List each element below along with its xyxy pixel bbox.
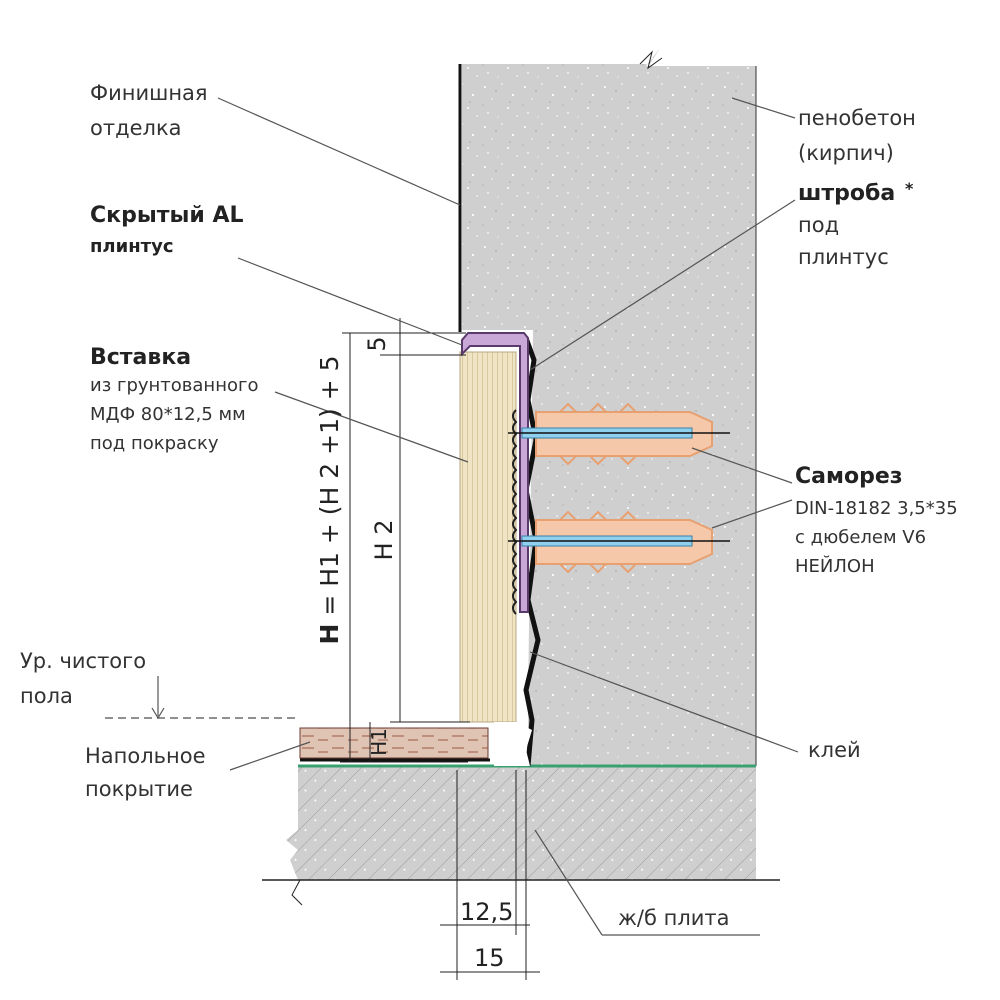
plinth-label: Скрытый AL плинтус [90,203,243,257]
dim-12-5: 12,5 [460,898,513,926]
svg-text:пенобетон: пенобетон [798,106,916,130]
slab-block [262,764,780,906]
finish-label: Финишная отделка [90,81,208,140]
dim-h2: H 2 [370,520,398,561]
al-profile [461,332,529,615]
svg-text:Финишная: Финишная [90,81,208,105]
svg-text:плинтус: плинтус [798,245,889,269]
screw-label: Саморез DIN-18182 3,5*35 с дюбелем V6 НЕ… [795,464,958,577]
floor-covering [299,727,489,759]
wall-label: пенобетон (кирпич) [798,106,916,165]
svg-text:НЕЙЛОН: НЕЙЛОН [795,555,875,577]
dim-5: 5 [363,336,391,351]
svg-text:Вставка: Вставка [90,345,191,370]
svg-text:штроба: штроба [798,181,895,206]
screw-dowel-lower [508,510,730,574]
insert-label: Вставка из грунтованного МДФ 80*12,5 мм … [90,345,258,454]
groove-label: штроба * под плинтус [798,179,914,269]
dim-15: 15 [474,944,505,972]
svg-text:покрытие: покрытие [85,777,193,801]
svg-text:под покраску: под покраску [90,433,219,454]
mdf-insert [459,351,517,723]
svg-text:DIN-18182 3,5*35: DIN-18182 3,5*35 [795,498,958,519]
slab-label: ж/б плита [618,906,730,930]
svg-text:Скрытый AL: Скрытый AL [90,203,243,228]
floor-cover-label: Напольное покрытие [85,744,206,801]
svg-text:Саморез: Саморез [795,464,903,489]
gap-under-insert [494,722,532,766]
floor-level-label: Ур. чистого пола [20,649,146,708]
svg-text:МДФ 80*12,5 мм: МДФ 80*12,5 мм [90,404,246,425]
svg-text:из грунтованного: из грунтованного [90,375,258,396]
svg-text:(кирпич): (кирпич) [798,141,894,165]
wall-block [462,48,757,766]
dim-formula: H = H1 + (H 2 +1) + 5 [315,355,344,644]
dimension-lines [105,318,540,980]
screw-dowel-upper [508,402,730,466]
svg-text:Напольное: Напольное [85,744,206,768]
dim-h1: H1 [367,728,391,756]
glue-label: клей [808,738,861,762]
leader-lines [151,97,799,936]
svg-text:*: * [905,179,914,198]
svg-text:отделка: отделка [90,116,182,140]
svg-text:плинтус: плинтус [90,236,174,257]
svg-text:с дюбелем V6: с дюбелем V6 [795,527,926,548]
svg-text:пола: пола [20,684,73,708]
svg-text:Ур. чистого: Ур. чистого [20,649,146,673]
svg-text:под: под [798,213,839,237]
